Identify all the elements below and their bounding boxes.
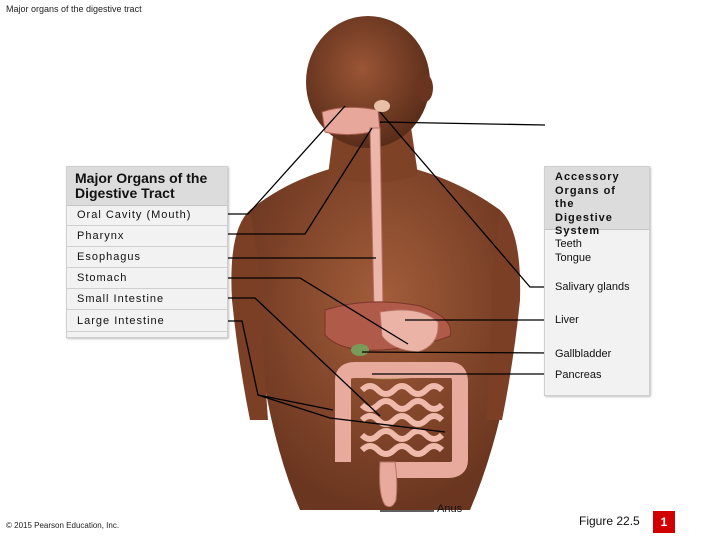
right-item-salivary-glands: Salivary glands: [555, 281, 630, 294]
salivary-gland-organ: [374, 100, 390, 112]
right-item-teeth: Teeth: [555, 238, 582, 251]
left-item-large-intestine: Large Intestine: [67, 311, 227, 332]
major-organs-heading: Major Organs of the Digestive Tract: [67, 167, 227, 206]
copyright-notice: © 2015 Pearson Education, Inc.: [6, 521, 119, 530]
gallbladder-organ: [351, 344, 369, 356]
left-item-pharynx: Pharynx: [67, 226, 227, 247]
rectum-organ: [380, 462, 397, 507]
accessory-heading-line-1: Accessory: [555, 171, 639, 185]
ear: [417, 74, 433, 102]
major-organs-panel: Major Organs of the Digestive Tract Oral…: [66, 166, 228, 338]
accessory-heading-line-2: Organs of the: [555, 185, 639, 212]
accessory-organs-heading: Accessory Organs of the Digestive System: [545, 167, 649, 230]
accessory-heading-line-4: System: [555, 225, 639, 239]
left-item-esophagus: Esophagus: [67, 247, 227, 268]
left-item-stomach: Stomach: [67, 268, 227, 289]
anus-label: Anus: [437, 503, 462, 515]
left-item-oral-cavity: Oral Cavity (Mouth): [67, 205, 227, 226]
page-number-badge[interactable]: 1: [653, 511, 675, 533]
figure-number: Figure 22.5: [579, 514, 640, 528]
right-item-pancreas: Pancreas: [555, 369, 601, 382]
left-item-small-intestine: Small Intestine: [67, 289, 227, 310]
right-item-gallbladder: Gallbladder: [555, 348, 611, 361]
accessory-heading-line-3: Digestive: [555, 212, 639, 226]
right-item-liver: Liver: [555, 314, 579, 327]
right-item-tongue: Tongue: [555, 252, 591, 265]
